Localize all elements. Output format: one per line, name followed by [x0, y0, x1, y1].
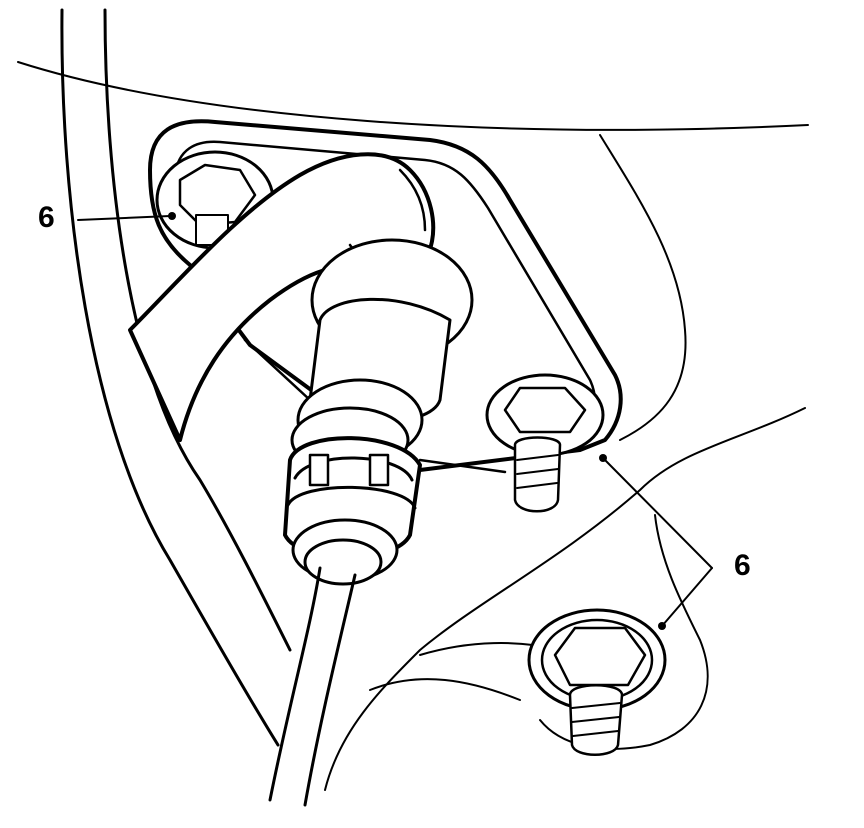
callout-label-left: 6 — [38, 201, 55, 234]
housing-outline — [17, 61, 809, 791]
callout-label-right: 6 — [734, 549, 751, 582]
sensor — [290, 238, 474, 474]
long-pipe — [60, 8, 292, 747]
bolt-middle — [485, 373, 605, 513]
leader-lines — [77, 212, 713, 630]
connector — [283, 436, 422, 586]
wire-harness — [243, 338, 507, 474]
bolt-bottom — [527, 608, 667, 756]
sensor-cable — [268, 566, 357, 807]
